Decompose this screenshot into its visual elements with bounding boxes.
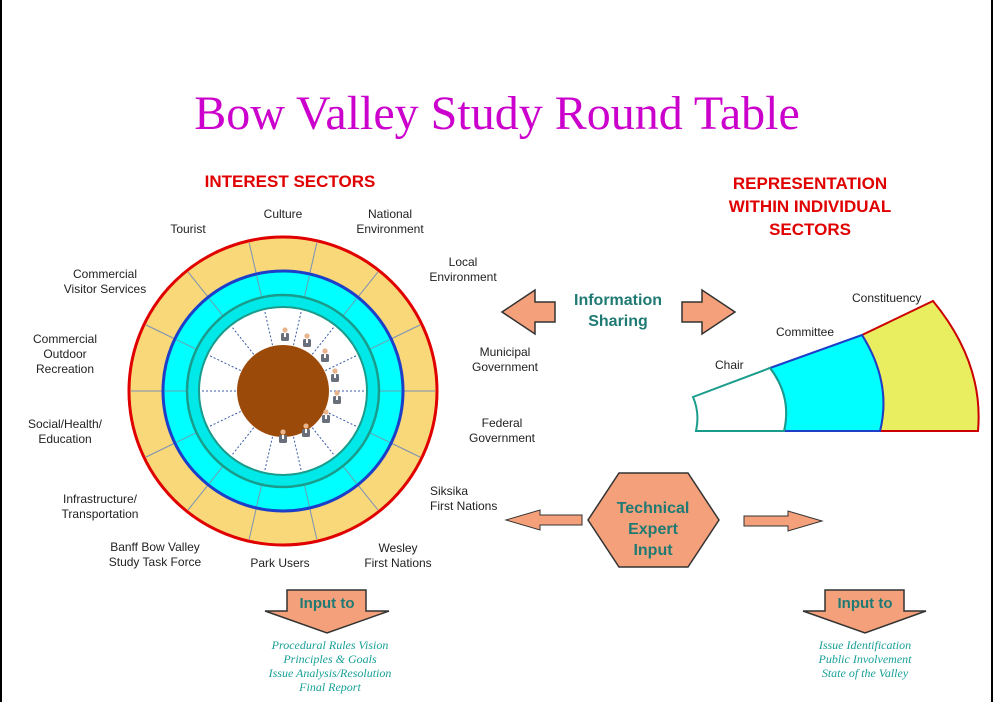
left-input-to-label: Input to — [299, 595, 355, 612]
left-input-item: Principles & Goals — [283, 652, 377, 666]
sector-spoke — [248, 242, 257, 274]
sector-spoke — [343, 466, 357, 484]
sector-spoke — [145, 324, 175, 339]
sector-spoke — [391, 443, 421, 458]
sector-label-culture: Culture — [263, 207, 303, 221]
sector-label-infrastructure: Infrastructure/Transportation — [61, 492, 139, 521]
sector-spoke — [358, 485, 379, 511]
technical-right-arrow — [743, 510, 824, 532]
right-input-list: Issue Identification Public Involvement … — [790, 638, 940, 680]
middle-spokes — [165, 275, 401, 507]
chair-label: Chair — [715, 358, 744, 372]
sector-spoke — [391, 324, 421, 339]
sector-label-social-health: Social/Health/Education — [27, 417, 103, 446]
sector-spoke — [358, 271, 379, 297]
right-input-arrow — [802, 589, 927, 634]
sector-label-park-users: Park Users — [250, 556, 310, 570]
interest-sectors-heading: INTEREST SECTORS — [204, 172, 376, 191]
representation-heading: REPRESENTATION WITHIN INDIVIDUAL SECTORS — [680, 172, 940, 241]
sector-spoke — [304, 275, 310, 297]
sector-spoke — [370, 432, 390, 443]
left-border — [0, 0, 2, 702]
outer-spokes — [131, 242, 435, 540]
left-input-arrow — [264, 589, 390, 634]
info-sharing-left-arrow — [500, 288, 556, 336]
right-border — [991, 0, 993, 702]
sector-spoke — [176, 432, 196, 443]
right-input-to-label: Input to — [837, 595, 893, 612]
right-input-item: Public Involvement — [818, 652, 912, 666]
sector-spoke — [343, 298, 357, 316]
right-input-item: State of the Valley — [821, 666, 909, 680]
representation-heading-line-1: REPRESENTATION — [732, 174, 888, 193]
sector-spoke — [256, 485, 262, 507]
left-input-item: Issue Analysis/Resolution — [268, 666, 392, 680]
info-sharing-right-arrow — [681, 288, 737, 336]
sector-spoke — [187, 485, 208, 511]
sector-spoke — [187, 271, 208, 297]
sector-spoke — [209, 466, 223, 484]
sector-spoke — [309, 508, 318, 540]
technical-left-arrow — [504, 509, 583, 531]
left-input-item: Procedural Rules Vision — [271, 638, 389, 652]
technical-hexagon — [587, 472, 720, 568]
representation-heading-line-3: SECTORS — [769, 220, 851, 239]
constituency-label: Constituency — [852, 291, 922, 305]
representation-heading-line-2: WITHIN INDIVIDUAL — [728, 197, 892, 216]
slide-title: Bow Valley Study Round Table — [194, 87, 800, 140]
sector-spoke — [309, 242, 318, 274]
left-input-list: Procedural Rules Vision Principles & Goa… — [230, 638, 430, 694]
round-table — [237, 345, 329, 437]
sector-spoke — [248, 508, 257, 540]
sector-spoke — [176, 339, 196, 350]
sector-spoke — [256, 275, 262, 297]
sector-spoke — [209, 298, 223, 316]
chair-segment — [691, 366, 788, 432]
right-input-item: Issue Identification — [818, 638, 912, 652]
committee-label: Committee — [776, 325, 835, 339]
sector-label-tourist: Tourist — [170, 222, 206, 236]
sector-spoke — [145, 443, 175, 458]
sector-spoke — [370, 339, 390, 350]
sector-spoke — [304, 485, 310, 507]
left-input-item: Final Report — [299, 680, 361, 694]
